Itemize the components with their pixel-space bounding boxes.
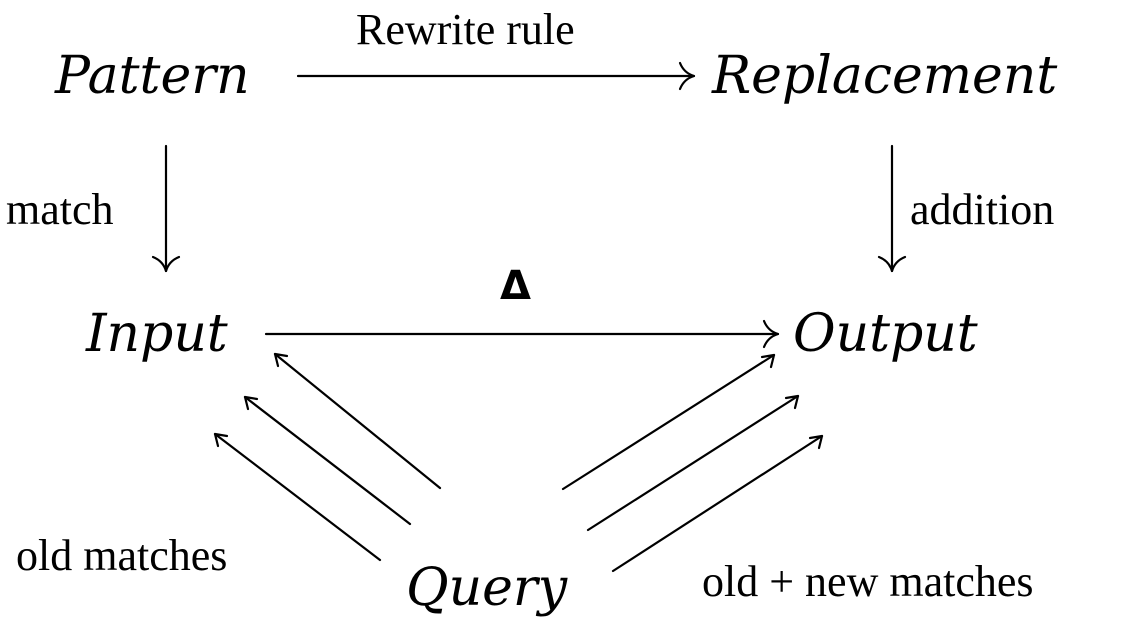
label-rewrite-rule: Rewrite rule [356,5,575,54]
label-addition: addition [910,185,1055,234]
node-output: Output [793,304,978,364]
edge-query-to-input-1 [273,352,442,490]
edge-delta [264,319,780,349]
label-old-matches: old matches [16,531,228,580]
edge-query-to-output-2 [586,394,800,532]
node-pattern: Pattern [55,46,250,106]
edge-query-to-output-3 [611,434,824,573]
edge-query-to-output-1 [561,353,776,491]
edge-rewrite-rule [296,61,696,91]
edge-match [151,144,181,273]
node-replacement: Replacement [712,46,1058,106]
node-query: Query [406,558,568,618]
edge-addition [877,144,907,273]
label-match: match [6,185,114,234]
edge-query-to-input-2 [243,395,412,526]
label-old-new-matches: old + new matches [702,557,1034,606]
node-input: Input [86,304,228,364]
label-delta: Δ [500,263,531,309]
edge-query-to-input-3 [213,432,382,562]
